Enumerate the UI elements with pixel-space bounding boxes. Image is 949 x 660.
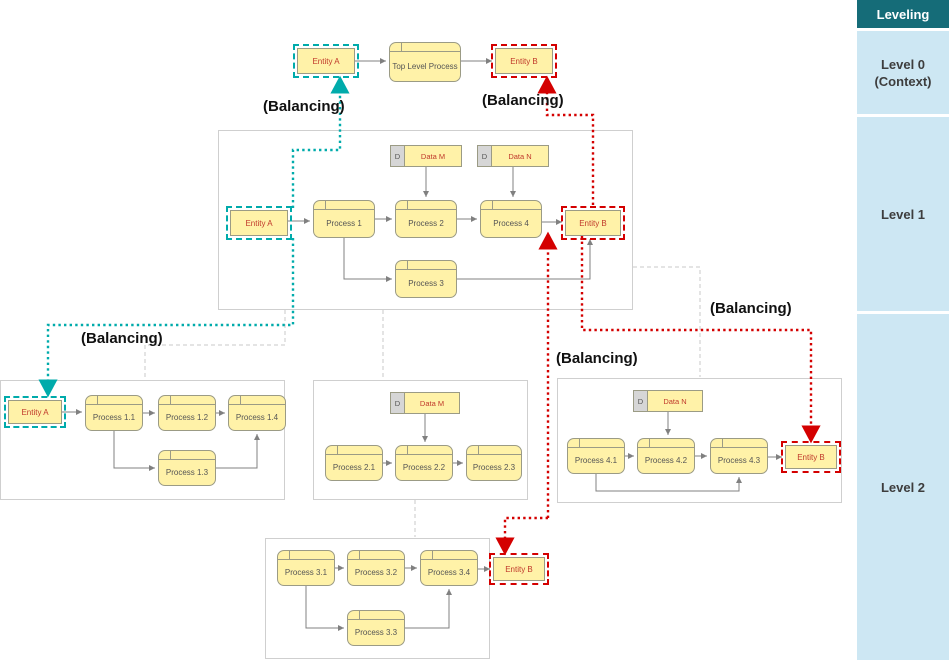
legend-level1: Level 1 xyxy=(857,117,949,311)
datastore-id: D xyxy=(391,393,405,413)
entity-b-level2-right: Entity B xyxy=(781,441,841,473)
process-4: Process 4 xyxy=(480,200,542,238)
datastore-label: Data N xyxy=(508,151,532,161)
process-2-2: Process 2.2 xyxy=(395,445,453,481)
process-2: Process 2 xyxy=(395,200,457,238)
process-3-2: Process 3.2 xyxy=(347,550,405,586)
balancing-label: (Balancing) xyxy=(556,350,638,367)
entity-b-level0: Entity B xyxy=(491,44,557,78)
process-1-3: Process 1.3 xyxy=(158,450,216,486)
process-3-1: Process 3.1 xyxy=(277,550,335,586)
legend-level2: Level 2 xyxy=(857,314,949,660)
entity-a-level1: Entity A xyxy=(226,206,292,240)
level2-process2-frame xyxy=(313,380,528,500)
datastore-id: D xyxy=(634,391,648,411)
balancing-label: (Balancing) xyxy=(710,300,792,317)
level2-process3-frame xyxy=(265,538,490,659)
entity-b-level1: Entity B xyxy=(561,206,625,240)
process-1-1: Process 1.1 xyxy=(85,395,143,431)
balancing-label: (Balancing) xyxy=(482,92,564,109)
process-3-3: Process 3.3 xyxy=(347,610,405,646)
entity-b-level2-bottom: Entity B xyxy=(489,553,549,585)
process-3: Process 3 xyxy=(395,260,457,298)
process-4-2: Process 4.2 xyxy=(637,438,695,474)
datastore-id: D xyxy=(478,146,492,166)
process-1-4: Process 1.4 xyxy=(228,395,286,431)
process-2-1: Process 2.1 xyxy=(325,445,383,481)
datastore-label: Data M xyxy=(419,398,445,408)
legend-header: Leveling xyxy=(857,0,949,28)
legend-level0: Level 0 (Context) xyxy=(857,31,949,114)
datastore-id: D xyxy=(391,146,405,166)
entity-a-level0: Entity A xyxy=(293,44,359,78)
process-top-level: Top Level Process xyxy=(389,42,461,82)
datastore-m-level2: D Data M xyxy=(390,392,460,414)
balancing-label: (Balancing) xyxy=(263,98,345,115)
datastore-label: Data N xyxy=(663,396,687,406)
process-4-1: Process 4.1 xyxy=(567,438,625,474)
datastore-n-level1: D Data N xyxy=(477,145,549,167)
process-2-3: Process 2.3 xyxy=(466,445,522,481)
process-1: Process 1 xyxy=(313,200,375,238)
entity-a-level2: Entity A xyxy=(4,396,66,428)
process-3-4: Process 3.4 xyxy=(420,550,478,586)
datastore-m-level1: D Data M xyxy=(390,145,462,167)
process-1-2: Process 1.2 xyxy=(158,395,216,431)
process-4-3: Process 4.3 xyxy=(710,438,768,474)
datastore-n-level2: D Data N xyxy=(633,390,703,412)
datastore-label: Data M xyxy=(420,151,446,161)
balancing-label: (Balancing) xyxy=(81,330,163,347)
level1-frame xyxy=(218,130,633,310)
